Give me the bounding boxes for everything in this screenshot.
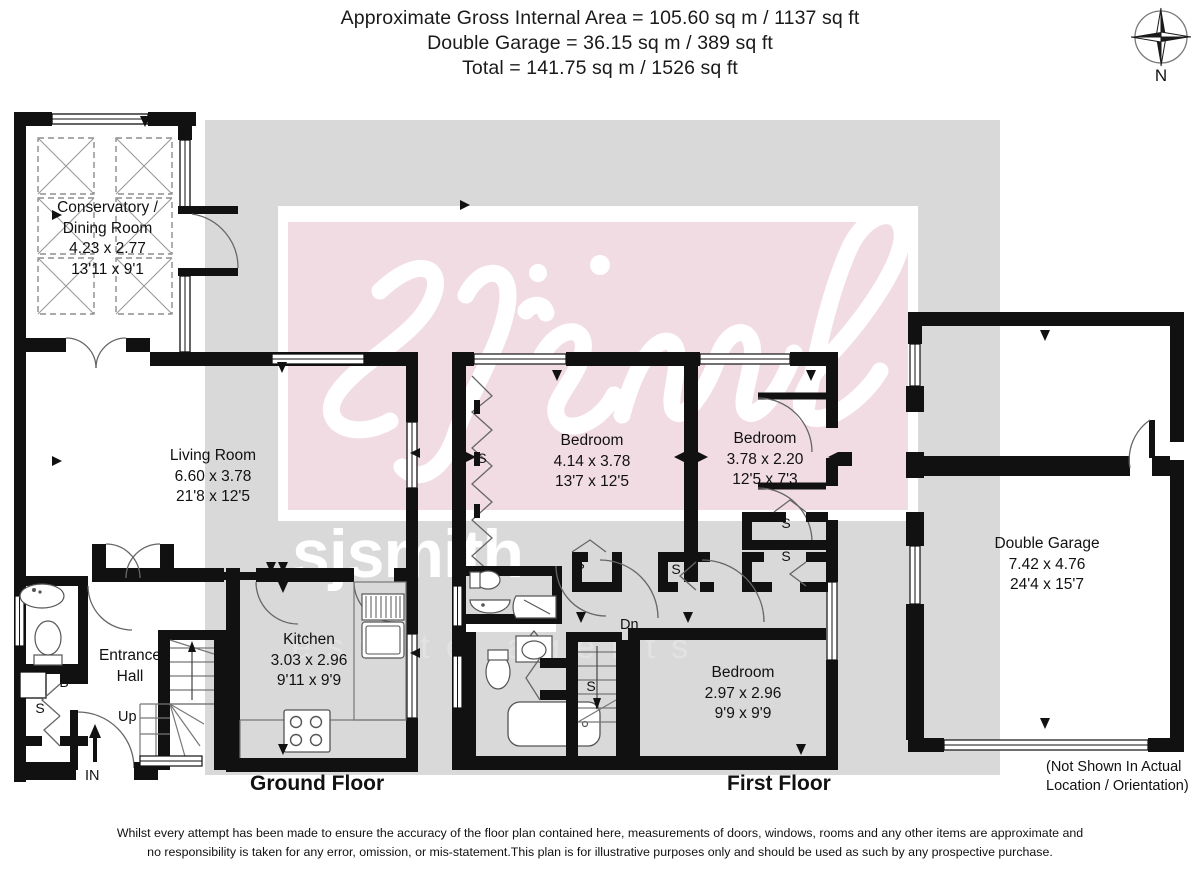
room-dim-metric-bedroom-2: 3.78 x 2.20 [726,450,804,468]
room-dim-imperial-conservatory: 13'11 x 9'1 [71,260,144,278]
disclaimer-line-2: no responsibility is taken for any error… [147,845,1053,859]
room-label-kitchen: Kitchen 3.03 x 2.96 9'11 x 9'9 [245,630,373,692]
store-label-landing-2: S [671,561,681,577]
compass-rose: N [1128,6,1194,90]
first-floor-plan [452,352,852,770]
room-label-entrance-hall: Entrance Hall [78,646,182,687]
room-name-kitchen: Kitchen [283,631,335,648]
room-dim-imperial-bedroom-3: 9'9 x 9'9 [714,705,772,722]
room-dim-metric-conservatory: 4.23 x 2.77 [69,240,146,257]
garage-note-line2: Location / Orientation) [1046,778,1189,794]
room-dim-metric-double-garage: 7.42 x 4.76 [1008,555,1086,573]
room-label-double-garage: Double Garage 7.42 x 4.76 24'4 x 15'7 [972,534,1122,596]
garage-note-line1: (Not Shown In Actual [1046,759,1182,775]
room-dim-imperial-living-room: 21'8 x 12'5 [175,488,250,505]
room-name-bedroom-2: Bedroom [733,430,797,447]
room-dim-metric-kitchen: 3.03 x 2.96 [270,651,348,669]
room-label-bedroom-1: Bedroom 4.14 x 3.78 13'7 x 12'5 [512,431,672,493]
room-dim-imperial-double-garage: 24'4 x 15'7 [1009,576,1084,593]
room-name-bedroom-3: Bedroom [711,664,775,681]
room-label-bedroom-2: Bedroom 3.78 x 2.20 12'5 x 7'3 [705,429,825,491]
entrance-in-arrow [89,724,101,762]
store-label-hall: S [35,700,45,716]
garage-location-note: (Not Shown In Actual Location / Orientat… [1046,758,1189,796]
stairs-up-label: Up [118,709,137,725]
room-name-living-room: Living Room [169,447,257,464]
room-label-bedroom-3: Bedroom 2.97 x 2.96 9'9 x 9'9 [683,663,803,725]
store-label-airing-1: S [781,515,791,531]
ground-floor-plan [14,112,470,782]
double-garage-area-line: Double Garage = 36.15 sq m / 389 sq ft [427,32,773,54]
floor-title-ground: Ground Floor [250,772,385,795]
double-garage-plan [906,312,1184,752]
room-dim-metric-living-room: 6.60 x 3.78 [174,467,252,485]
floor-title-first: First Floor [727,772,831,795]
room-label-living-room: Living Room 6.60 x 3.78 21'8 x 12'5 [123,446,303,508]
room-dim-imperial-bedroom-2: 12'5 x 7'3 [732,471,798,488]
room-dim-imperial-kitchen: 9'11 x 9'9 [276,672,342,689]
room-name-bedroom-1: Bedroom [560,432,624,449]
disclaimer: Whilst every attempt has been made to en… [0,824,1200,862]
room-dim-metric-bedroom-3: 2.97 x 2.96 [704,684,782,702]
store-label-airing-2: S [781,548,791,564]
plan-area-summary: Approximate Gross Internal Area = 105.60… [0,6,1200,81]
store-label-landing-1: S [575,556,585,572]
compass-rose-icon [1130,7,1192,67]
boiler-label: B [59,674,69,690]
room-name-double-garage: Double Garage [994,535,1100,552]
compass-north-label: N [1154,66,1168,85]
room-name-conservatory: Conservatory / [57,199,158,216]
disclaimer-line-1: Whilst every attempt has been made to en… [116,826,1084,840]
entrance-in-label: IN [85,768,100,784]
store-label-bedroom1-wardrobe: S [477,450,487,466]
room-dim-imperial-bedroom-1: 13'7 x 12'5 [554,473,629,490]
gross-internal-area-line: Approximate Gross Internal Area = 105.60… [340,7,860,29]
room-label-conservatory: Conservatory / Dining Room 4.23 x 2.77 1… [30,198,185,280]
room-name-entrance-hall: Entrance [98,647,162,664]
room-name-conservatory-2: Dining Room [62,219,153,237]
stairs-down-label: Dn [620,617,639,633]
room-dim-metric-bedroom-1: 4.14 x 3.78 [553,452,631,470]
total-area-line: Total = 141.75 sq m / 1526 sq ft [462,57,738,79]
room-name-entrance-hall-2: Hall [116,667,144,685]
store-label-stair-cupboard: S [586,678,596,694]
